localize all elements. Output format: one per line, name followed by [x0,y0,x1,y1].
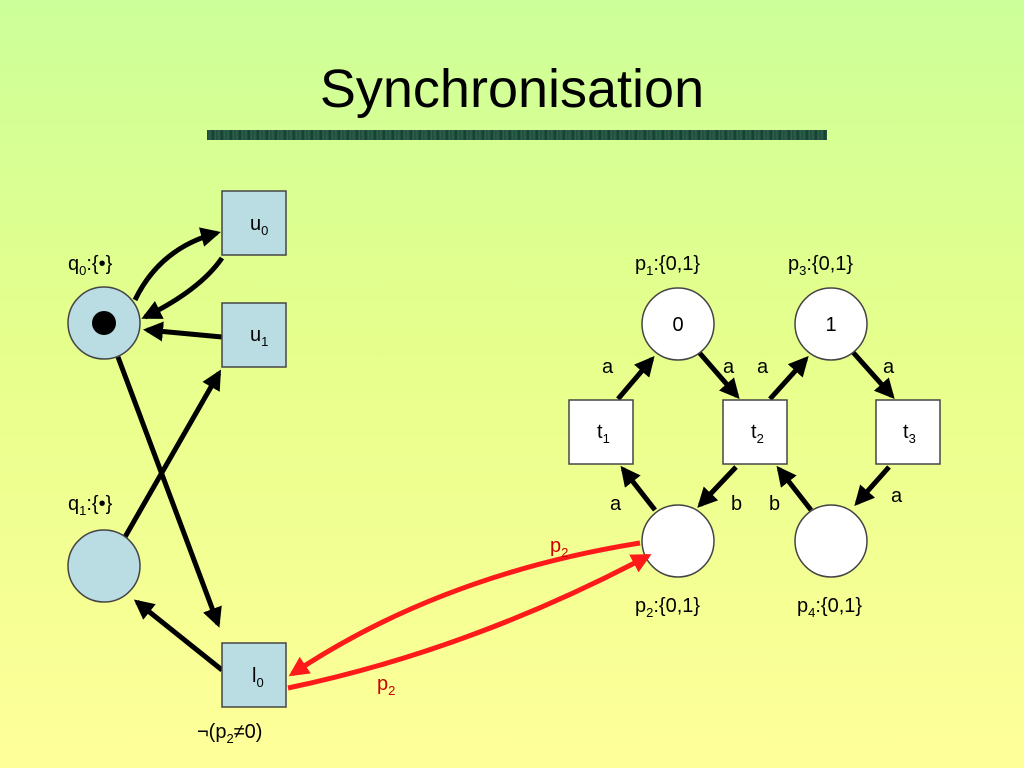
arc-label-t2-p3: a [757,356,769,378]
arc-u0-to-q0 [141,256,225,320]
arc-t3-to-p4 [854,465,891,506]
arc-t2-to-p3 [768,356,809,401]
sync-label-top: p2 [550,535,568,560]
label-q0: q0:{•} [68,253,113,278]
sync-arc-l0-to-p2 [287,553,652,691]
place-p1 [641,287,715,361]
arc-q1-to-u1 [122,369,222,539]
arc-label-p1-t2: a [723,356,735,378]
title-underline [207,130,827,140]
transition-t2 [722,399,788,465]
arc-label-t1-p1: a [602,356,614,378]
sync-label-bottom: p2 [377,673,395,698]
transition-u1 [221,302,287,368]
label-p2: p2:{0,1} [635,595,700,620]
arc-p2-to-t1 [620,465,657,512]
arc-label-p2-t1: a [610,493,622,515]
label-t3: t3 [903,421,916,446]
arc-label-t2-p2: b [731,493,742,515]
arc-p1-to-t2 [695,348,740,400]
arc-u1-to-q0 [143,321,223,342]
label-p3: p3:{0,1} [788,253,853,278]
label-u0: u0 [250,213,268,238]
sync-arc-p2-to-l0 [288,540,641,677]
transition-u0 [221,190,287,256]
place-p3 [794,287,868,361]
arc-p4-to-t2 [776,465,813,512]
arc-q0-to-l0 [115,356,222,628]
label-u1: u1 [250,324,268,349]
arc-label-p3-t3: a [883,356,895,378]
value-p1: 0 [672,314,683,336]
label-guard: ¬(p2≠0) [197,721,262,746]
label-p4: p4:{0,1} [797,595,862,620]
arc-p3-to-t3 [849,348,895,399]
label-t2: t2 [751,421,764,446]
label-q1: q1:{•} [68,493,113,518]
place-p2 [641,504,715,578]
label-p1: p1:{0,1} [635,253,700,278]
arc-label-p4-t2: b [769,493,780,515]
place-q1 [67,529,141,603]
value-p3: 1 [825,314,836,336]
arc-t2-to-p2 [697,465,738,508]
arc-t1-to-p1 [616,355,655,401]
label-l0: l0 [252,665,264,690]
transition-t1 [568,399,634,465]
transition-l0 [221,642,287,708]
place-p4 [794,504,868,578]
arc-label-t3-p4: a [891,485,903,507]
slide-title: Synchronisation [319,59,705,119]
arc-l0-to-q1 [133,599,224,672]
arc-q0-to-u0 [132,227,221,302]
transition-t3 [875,399,941,465]
label-t1: t1 [597,421,610,446]
token-dot [92,311,116,335]
